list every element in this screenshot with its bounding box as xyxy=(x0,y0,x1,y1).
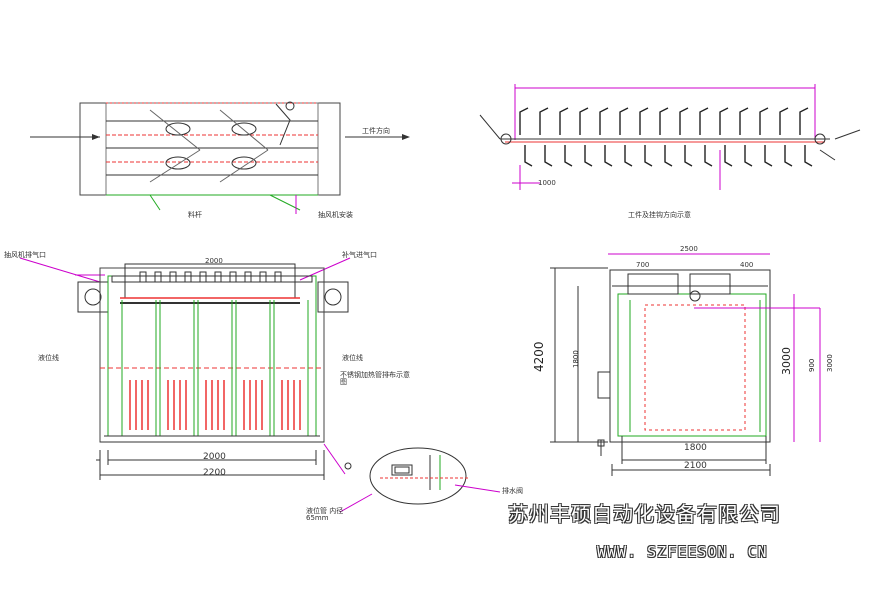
side-dim-top: 2500 xyxy=(680,245,698,253)
detail-note-pipe: 液位管 内径65mm xyxy=(306,507,344,522)
hanger-hook-icon xyxy=(639,107,649,135)
hanger-hook-icon xyxy=(564,145,573,167)
side-dim-top-left: 700 xyxy=(636,261,650,269)
hanger-hook-icon xyxy=(579,107,589,135)
hanger-hook-icon xyxy=(539,107,549,135)
hanger-hook-icon xyxy=(784,145,793,167)
company-watermark: 苏州丰硕自动化设备有限公司 xyxy=(508,502,781,526)
hanger-hook-icon xyxy=(664,145,673,167)
website-watermark: WWW. SZFEESON. CN xyxy=(597,543,768,561)
hanger-hook-icon xyxy=(704,145,713,167)
hanger-hook-icon xyxy=(739,107,749,135)
hanger-hook-icon xyxy=(799,107,809,135)
hook-caption: 工件及挂钩方向示意 xyxy=(628,211,691,219)
hanger-hook-icon xyxy=(659,107,669,135)
callout-exhaust-port: 抽风机排气口 xyxy=(4,251,46,259)
nozzle xyxy=(184,271,192,283)
hanger-hook-icon xyxy=(679,107,689,135)
side-dim-height-far: 900 xyxy=(808,358,816,372)
detail-note-valve: 排水阀 xyxy=(502,487,523,495)
side-dim-bottom-inner: 1800 xyxy=(684,443,707,453)
side-dim-height-far2: 3000 xyxy=(826,354,834,372)
hanger-hook-icon xyxy=(724,145,733,167)
hanger-hook-icon xyxy=(619,107,629,135)
hanger-hook-icon xyxy=(779,107,789,135)
side-dim-height-mid: 1800 xyxy=(572,350,580,368)
label-heater-layout: 不锈钢加热管排布示意图 xyxy=(340,371,410,386)
side-dim-height-right: 3000 xyxy=(780,347,793,375)
nozzle xyxy=(169,271,177,283)
callout-air-inlet: 补气进气口 xyxy=(342,251,377,259)
callout-left-rack: 料杆 xyxy=(188,211,202,219)
callout-fan-install: 抽风机安装 xyxy=(318,211,353,219)
hanger-hook-icon xyxy=(624,145,633,167)
side-dim-top-right: 400 xyxy=(740,261,754,269)
label-liquid-level-right: 液位线 xyxy=(342,354,363,362)
hanger-hook-icon xyxy=(744,145,753,167)
hanger-hook-icon xyxy=(559,107,569,135)
nozzle xyxy=(139,271,147,283)
hanger-hook-icon xyxy=(699,107,709,135)
top-elevation-view xyxy=(479,84,861,190)
detail-view xyxy=(339,447,501,513)
hanger-hook-icon xyxy=(759,107,769,135)
side-dim-height-outer: 4200 xyxy=(532,341,546,372)
nozzle xyxy=(154,271,162,283)
nozzle xyxy=(244,271,252,283)
flow-arrow-label: 工件方向 xyxy=(362,127,390,135)
hanger-hook-icon xyxy=(764,145,773,167)
hanger-hook-icon xyxy=(524,145,533,167)
top-plan-view xyxy=(30,101,410,214)
nozzle xyxy=(229,271,237,283)
front-dim-inner: 2000 xyxy=(203,452,226,462)
hanger-hook-icon xyxy=(599,107,609,135)
nozzle xyxy=(214,271,222,283)
front-dim-outer: 2200 xyxy=(203,468,226,478)
hanger-hook-icon xyxy=(519,107,529,135)
hanger-hook-icon xyxy=(644,145,653,167)
side-view xyxy=(550,253,821,476)
hanger-hook-icon xyxy=(804,145,813,167)
hanger-hook-icon xyxy=(719,107,729,135)
label-liquid-level-left: 液位线 xyxy=(38,354,59,362)
nozzle xyxy=(259,271,267,283)
hanger-hook-icon xyxy=(584,145,593,167)
nozzle xyxy=(274,271,282,283)
hanger-hook-icon xyxy=(604,145,613,167)
hanger-hook-icon xyxy=(684,145,693,167)
side-dim-bottom-outer: 2100 xyxy=(684,461,707,471)
front-dim-top: 2000 xyxy=(205,257,223,265)
nozzle xyxy=(199,271,207,283)
front-view xyxy=(19,257,352,480)
elevation-dim-left: 1000 xyxy=(538,179,556,187)
hanger-hook-icon xyxy=(544,145,553,167)
